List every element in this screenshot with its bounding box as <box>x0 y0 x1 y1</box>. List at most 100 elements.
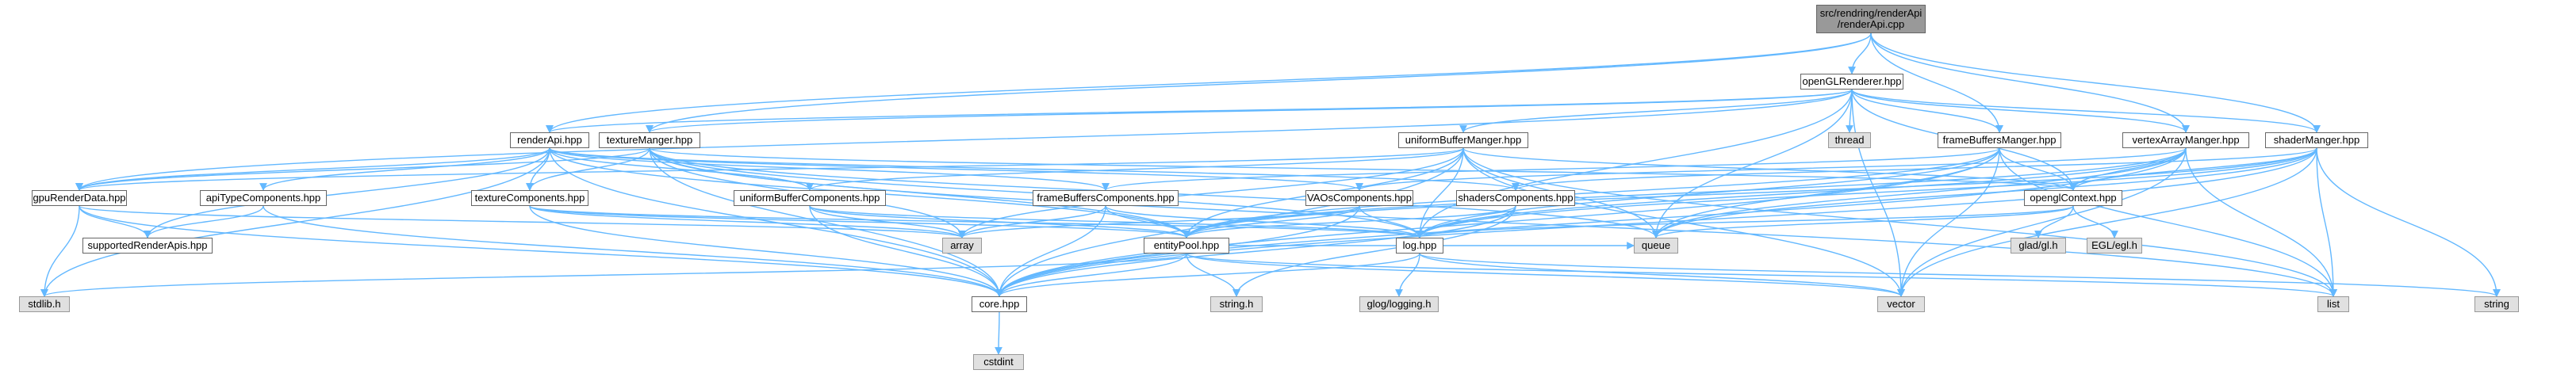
edge-textureComponents-to-core <box>529 205 1003 297</box>
edge-gpuRenderData-to-stdlib <box>40 205 80 297</box>
node-gpuRenderData[interactable]: gpuRenderData.hpp <box>32 190 127 206</box>
node-uniformBufferComponents[interactable]: uniformBufferComponents.hpp <box>734 190 886 206</box>
root-node-line-2: /renderApi.cpp <box>1837 18 1905 30</box>
node-frameBuffersComponents[interactable]: frameBuffersComponents.hpp <box>1033 190 1179 206</box>
edge-graph-root-node-to-shaderManger <box>1870 32 2321 133</box>
edge-uniformBufferManger-to-gpuRenderData <box>75 147 1464 191</box>
edge-vertexArrayManger-to-list <box>2185 147 2337 297</box>
edge-openGLRenderer-to-vertexArrayManger <box>1851 89 2190 133</box>
edge-graph-root-node-to-vertexArrayManger <box>1870 32 2190 133</box>
node-stdlib: stdlib.h <box>19 296 70 312</box>
edge-frameBuffersManger-to-frameBuffersComponents <box>1102 147 2000 191</box>
edge-renderApi-to-frameBuffersComponents <box>549 147 1110 191</box>
edge-shaderManger-to-vector <box>1897 147 2317 297</box>
edge-vertexArrayManger-to-VAOsComponents <box>1355 147 2187 191</box>
node-cstdint: cstdint <box>973 354 1024 370</box>
edge-renderApi-to-supportedRenderApis <box>144 147 550 238</box>
edge-shadersComponents-to-string-h <box>1232 205 1516 297</box>
node-textureManger[interactable]: textureManger.hpp <box>599 132 700 148</box>
edge-uniformBufferComponents-to-log <box>809 205 1424 238</box>
node-vertexArrayManger[interactable]: vertexArrayManger.hpp <box>2122 132 2249 148</box>
edge-uniformBufferComponents-to-array <box>809 205 966 238</box>
node-VAOsComponents[interactable]: VAOsComponents.hpp <box>1305 190 1413 206</box>
edge-openglContext-to-log <box>1416 205 2074 238</box>
edge-shaderManger-to-list <box>2316 147 2337 297</box>
edge-entityPool-to-stdlib <box>40 253 1187 297</box>
edge-uniformBufferComponents-to-entityPool <box>809 205 1190 238</box>
node-uniformBufferManger[interactable]: uniformBufferManger.hpp <box>1398 132 1528 148</box>
root-node-line-1: src/rendring/renderApi <box>1819 7 1922 19</box>
edge-shaderManger-to-string <box>2316 147 2501 297</box>
edge-gpuRenderData-to-array <box>79 205 966 238</box>
edge-textureComponents-to-entityPool <box>529 205 1190 238</box>
node-egl-egl: EGL/egl.h <box>2087 238 2142 254</box>
edge-openGLRenderer-to-shaderManger <box>1851 89 2321 133</box>
node-core[interactable]: core.hpp <box>972 296 1027 312</box>
edge-frameBuffersManger-to-list <box>1999 147 2337 297</box>
edge-renderApi-to-stdlib <box>40 147 550 297</box>
edge-vertexArrayManger-to-entityPool <box>1183 147 2187 238</box>
edge-uniformBufferManger-to-log <box>1416 147 1464 238</box>
node-shaderManger[interactable]: shaderManger.hpp <box>2265 132 2368 148</box>
edge-shadersComponents-to-entityPool <box>1183 205 1516 238</box>
node-string: string <box>2474 296 2519 312</box>
edge-shadersComponents-to-core <box>995 205 1516 297</box>
edge-openGLRenderer-to-log <box>1416 89 1853 238</box>
node-openGLRenderer[interactable]: openGLRenderer.hpp <box>1800 74 1903 90</box>
graph-root-node: src/rendring/renderApi /renderApi.cpp <box>1816 5 1926 33</box>
edge-openGLRenderer-to-gpuRenderData <box>75 89 1853 191</box>
node-queue: queue <box>1634 238 1678 254</box>
edge-VAOsComponents-to-array <box>958 205 1360 238</box>
node-thread: thread <box>1828 132 1871 148</box>
edge-frameBuffersComponents-to-core <box>995 205 1106 297</box>
edge-textureManger-to-list <box>649 147 2337 297</box>
node-shadersComponents[interactable]: shadersComponents.hpp <box>1456 190 1575 206</box>
edge-openGLRenderer-to-textureManger <box>646 89 1853 133</box>
node-glog-logging: glog/logging.h <box>1359 296 1439 312</box>
edge-openGLRenderer-to-uniformBufferManger <box>1459 89 1853 133</box>
edge-entityPool-to-list <box>1186 253 2337 297</box>
edge-apiTypeComponents-to-supportedRenderApis <box>144 205 264 238</box>
node-openglContext[interactable]: openglContext.hpp <box>2024 190 2122 206</box>
edge-textureManger-to-core <box>649 147 1003 297</box>
edge-textureComponents-to-log <box>529 205 1424 238</box>
edge-vertexArrayManger-to-core <box>995 147 2187 297</box>
edge-entityPool-to-core <box>995 253 1187 297</box>
node-entityPool[interactable]: entityPool.hpp <box>1144 238 1229 254</box>
edge-graph-root-node-to-textureManger <box>646 32 1872 133</box>
node-supportedRenderApis[interactable]: supportedRenderApis.hpp <box>82 238 213 254</box>
node-string-h: string.h <box>1210 296 1263 312</box>
edge-openglContext-to-egl-egl <box>2072 205 2118 238</box>
node-apiTypeComponents[interactable]: apiTypeComponents.hpp <box>200 190 327 206</box>
edge-shaderManger-to-entityPool <box>1183 147 2317 238</box>
edge-frameBuffersComponents-to-log <box>1105 205 1424 238</box>
edge-frameBuffersManger-to-log <box>1416 147 2000 238</box>
node-vector: vector <box>1877 296 1925 312</box>
edge-log-to-core <box>995 253 1420 297</box>
dependency-edges <box>40 32 2501 355</box>
edge-log-to-glog-logging <box>1395 253 1420 297</box>
edge-textureManger-to-textureComponents <box>526 147 650 191</box>
node-renderApi[interactable]: renderApi.hpp <box>510 132 589 148</box>
edge-textureComponents-to-array <box>529 205 966 238</box>
edge-frameBuffersComponents-to-array <box>958 205 1106 238</box>
edge-openglContext-to-glad-gl <box>2034 205 2074 238</box>
edge-renderApi-to-gpuRenderData <box>75 147 550 191</box>
node-log[interactable]: log.hpp <box>1396 238 1443 254</box>
edge-renderApi-to-core <box>549 147 1003 297</box>
node-array: array <box>942 238 982 254</box>
node-frameBuffersManger[interactable]: frameBuffersManger.hpp <box>1938 132 2061 148</box>
edge-apiTypeComponents-to-core <box>263 205 1003 297</box>
edge-shaderManger-to-shadersComponents <box>1512 147 2317 191</box>
edge-graph-root-node-to-frameBuffersManger <box>1870 32 2003 133</box>
edge-log-to-vector <box>1419 253 1905 297</box>
edge-frameBuffersManger-to-vector <box>1897 147 2000 297</box>
edge-renderApi-to-VAOsComponents <box>549 147 1363 191</box>
edge-VAOsComponents-to-entityPool <box>1183 205 1360 238</box>
edge-graph-root-node-to-openGLRenderer <box>1848 32 1872 74</box>
edge-gpuRenderData-to-core <box>79 205 1003 297</box>
node-textureComponents[interactable]: textureComponents.hpp <box>471 190 588 206</box>
edge-entityPool-to-vector <box>1186 253 1905 297</box>
edge-textureManger-to-openglContext <box>649 147 2077 191</box>
